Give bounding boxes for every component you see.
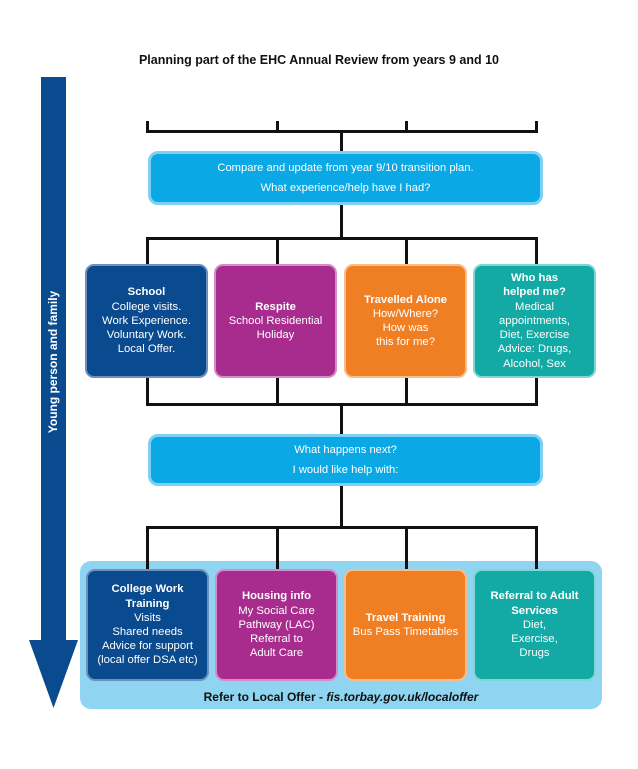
arrow-shaft <box>41 77 66 645</box>
card-body: Bus Pass Timetables <box>352 626 459 638</box>
card-college-work-training: College Work Training Visits Shared need… <box>86 569 209 681</box>
connector-line <box>276 237 279 265</box>
connector-line <box>405 526 408 571</box>
card-heading: College Work Training <box>111 583 184 610</box>
card-body: Medical appointments, Diet, Exercise Adv… <box>497 300 572 370</box>
connector-line <box>535 378 538 405</box>
review-box: Compare and update from year 9/10 transi… <box>148 151 543 205</box>
side-arrow-label: Young person and family <box>46 290 60 434</box>
card-housing-info: Housing info My Social Care Pathway (LAC… <box>215 569 338 681</box>
connector-line <box>146 526 149 571</box>
card-travelled-alone: Travelled Alone How/Where? How was this … <box>344 264 467 378</box>
arrow-down-icon <box>29 640 78 708</box>
connector-line <box>535 526 538 571</box>
connector-line <box>340 130 343 152</box>
connector-line <box>405 237 408 265</box>
card-heading: Referral to Adult Services <box>490 590 579 617</box>
diagram-title: Planning part of the EHC Annual Review f… <box>138 53 500 67</box>
connector-line <box>535 237 538 265</box>
local-offer-link[interactable]: fis.torbay.gov.uk/localoffer <box>326 690 479 704</box>
card-body: How/Where? How was this for me? <box>372 307 439 349</box>
connector-line <box>276 378 279 405</box>
review-box-line-2: What experience/help have I had? <box>260 182 431 194</box>
card-body: School Residential Holiday <box>228 314 323 342</box>
connector-line <box>276 526 279 571</box>
card-school: School College visits. Work Experience. … <box>85 264 208 378</box>
review-box-line-1: Compare and update from year 9/10 transi… <box>217 162 474 174</box>
card-body: My Social Care Pathway (LAC) Referral to… <box>238 604 315 660</box>
connector-line <box>146 378 149 405</box>
local-offer-prefix: Refer to Local Offer - <box>203 690 327 704</box>
card-travel-training: Travel Training Bus Pass Timetables <box>344 569 467 681</box>
connector-line <box>340 205 343 239</box>
card-who-helped: Who has helped me? Medical appointments,… <box>473 264 596 378</box>
connector-line <box>146 121 149 132</box>
connector-line <box>146 237 149 265</box>
connector-line <box>340 403 343 435</box>
local-offer-reference: Refer to Local Offer - fis.torbay.gov.uk… <box>80 690 602 704</box>
card-heading: Travel Training <box>365 611 446 624</box>
next-steps-line-1: What happens next? <box>294 444 397 456</box>
card-referral-adult-services: Referral to Adult Services Diet, Exercis… <box>473 569 596 681</box>
card-body: Visits Shared needs Advice for support (… <box>97 611 198 667</box>
connector-line <box>146 526 538 529</box>
connector-line <box>340 486 343 528</box>
connector-line <box>146 237 538 240</box>
card-heading: Travelled Alone <box>363 293 448 306</box>
card-respite: Respite School Residential Holiday <box>214 264 337 378</box>
card-heading: School <box>127 286 166 299</box>
card-heading: Housing info <box>241 590 312 603</box>
card-body: College visits. Work Experience. Volunta… <box>102 300 191 356</box>
next-steps-box: What happens next? I would like help wit… <box>148 434 543 486</box>
connector-line <box>405 121 408 132</box>
next-steps-line-2: I would like help with: <box>292 464 399 476</box>
connector-line <box>405 378 408 405</box>
card-heading: Who has helped me? <box>503 272 566 299</box>
card-heading: Respite <box>255 300 296 313</box>
connector-line <box>276 121 279 132</box>
connector-line <box>535 121 538 132</box>
card-body: Diet, Exercise, Drugs <box>511 618 558 660</box>
